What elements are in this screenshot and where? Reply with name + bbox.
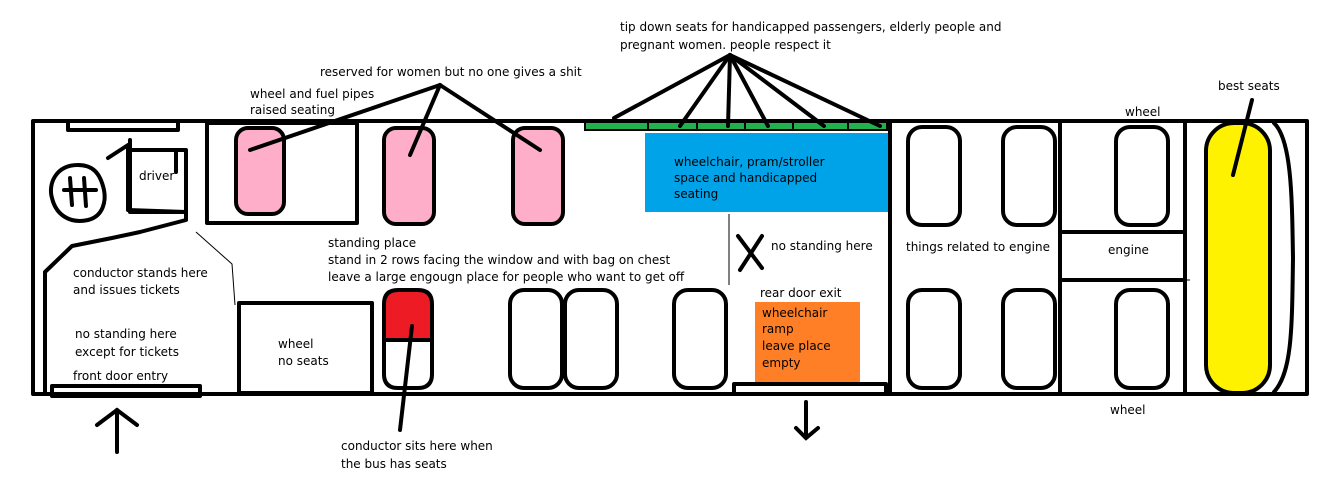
seat: [1114, 288, 1170, 390]
wheel-bottom-label: wheel: [1110, 403, 1146, 417]
conductor-sits-label-2: the bus has seats: [341, 457, 447, 471]
raised-seating-label: raised seating: [250, 103, 335, 117]
reserved-women-label: reserved for women but no one gives a sh…: [320, 65, 582, 79]
steering-wheel: [49, 163, 107, 223]
conductor-seat: [382, 288, 434, 342]
wheelchair-space-label-2: space and handicapped: [674, 171, 817, 185]
tip-down-label-2: pregnant women. people respect it: [620, 38, 831, 52]
no-standing-label: no standing here: [771, 239, 873, 253]
no-standing-tickets-label: no standing here: [75, 327, 177, 341]
things-engine-label: things related to engine: [906, 240, 1050, 254]
standing-place-label-3: leave a large engougn place for people w…: [328, 270, 685, 284]
conductor-stands-label-2: and issues tickets: [73, 283, 180, 297]
standing-place-label-2: stand in 2 rows facing the window and wi…: [328, 253, 671, 267]
engine-label: engine: [1108, 243, 1149, 257]
seat: [672, 288, 728, 390]
pink-seat: [234, 126, 286, 216]
conductor-stands-label: conductor stands here: [73, 266, 208, 280]
best-seats: [1204, 121, 1272, 395]
seat: [906, 288, 962, 390]
driver-partition: [128, 138, 178, 174]
rear-door: [732, 382, 888, 396]
front-door: [50, 384, 202, 398]
driver-label: driver: [139, 169, 174, 183]
wheel-fuel-label: wheel and fuel pipes: [250, 87, 374, 101]
pink-seat: [382, 126, 436, 226]
wheel-fuel-box: [205, 121, 359, 225]
wheel-no-seats-box: [237, 301, 374, 395]
seat: [1001, 288, 1057, 390]
ramp-label-3: leave place: [762, 339, 831, 353]
seat: [508, 288, 564, 390]
ramp-label-2: ramp: [762, 322, 794, 336]
seat: [1114, 125, 1170, 227]
tip-down-seats: [584, 121, 888, 131]
wheelchair-space-label: wheelchair, pram/stroller: [674, 155, 825, 169]
ramp-label: wheelchair: [762, 306, 827, 320]
rear-door-label: rear door exit: [760, 286, 842, 300]
seat: [906, 125, 962, 227]
labels: tip down seats for handicapped passenger…: [73, 20, 1280, 471]
wheel-no-seats-label-2: no seats: [278, 354, 329, 368]
no-standing-tickets-label-2: except for tickets: [75, 345, 179, 359]
wheelchair-space-label-3: seating: [674, 187, 718, 201]
seat: [1001, 125, 1057, 227]
ramp-label-4: empty: [762, 356, 801, 370]
wheelchair-space: [645, 133, 888, 212]
seat: [563, 288, 619, 390]
tip-down-label: tip down seats for handicapped passenger…: [620, 20, 1002, 34]
front-top-rail: [66, 121, 180, 132]
front-door-label: front door entry: [73, 369, 168, 383]
wheel-no-seats-label: wheel: [278, 337, 314, 351]
conductor-sits-label: conductor sits here when: [341, 439, 493, 453]
standing-place-label: standing place: [328, 236, 416, 250]
pink-seat: [511, 126, 565, 226]
wheel-top-label: wheel: [1125, 105, 1161, 119]
best-seats-label: best seats: [1218, 79, 1280, 93]
wheelchair-ramp: [755, 302, 860, 382]
